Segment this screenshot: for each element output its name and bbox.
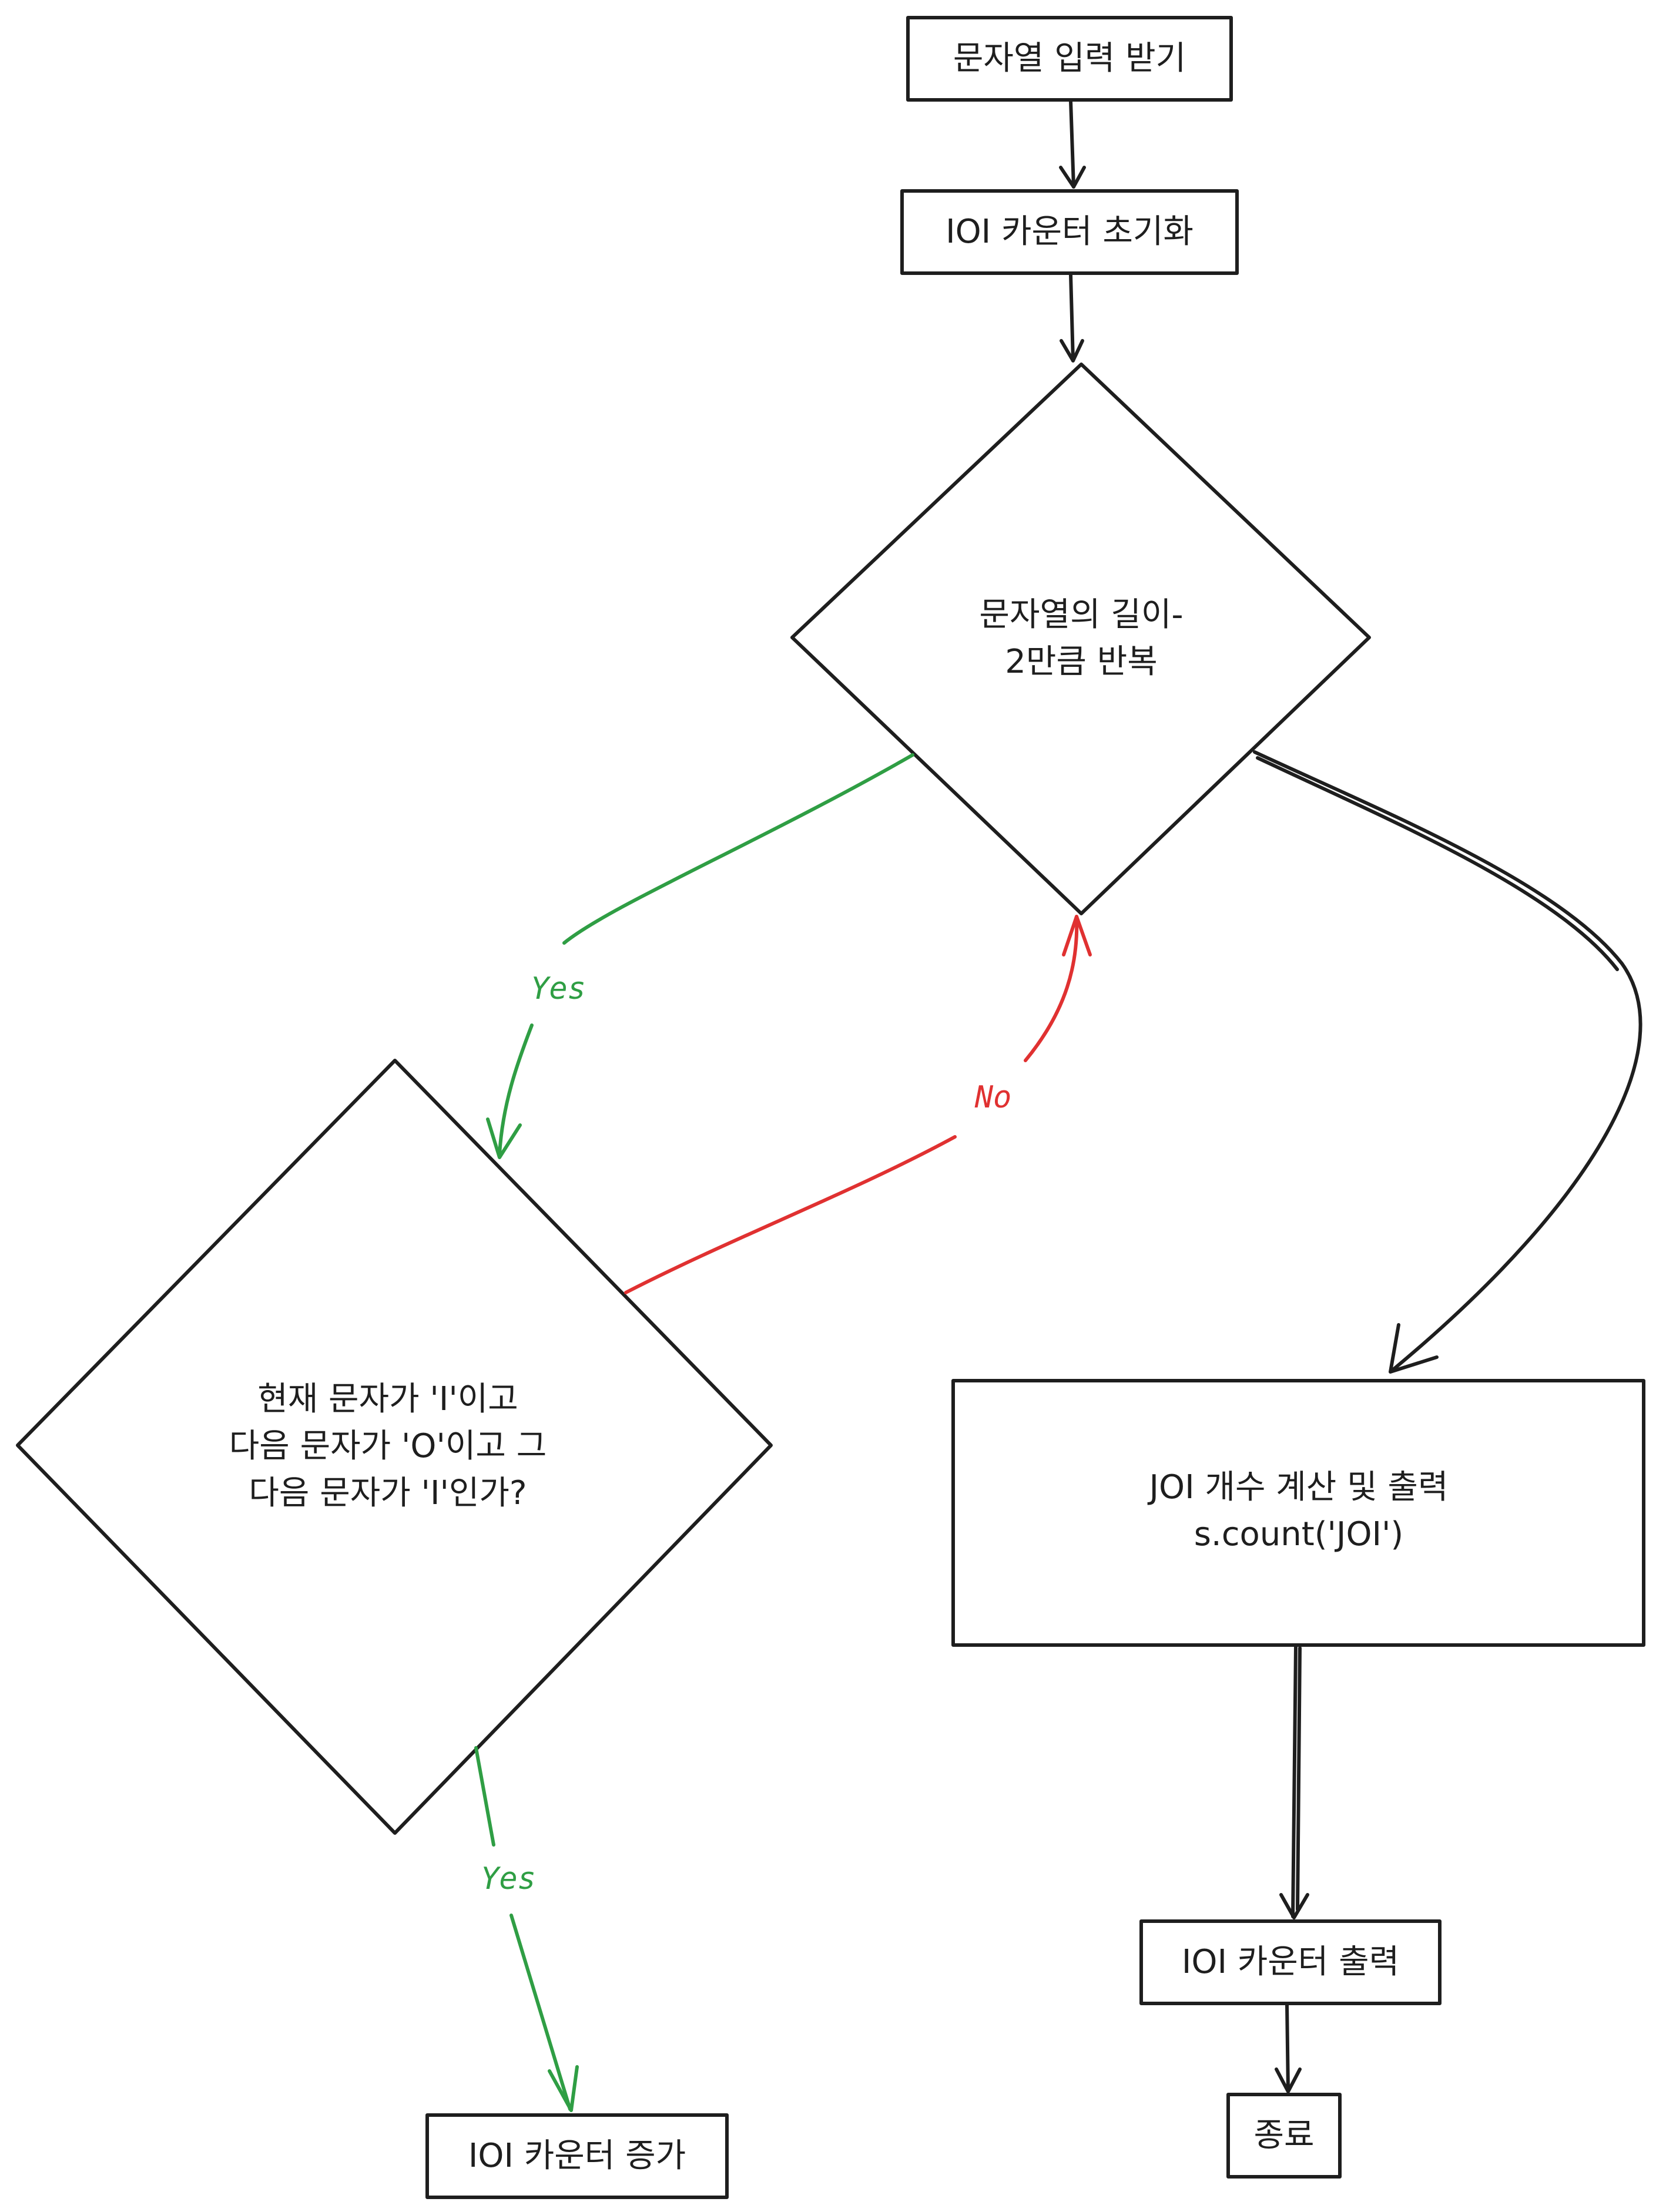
edge-loop-joi [1253,750,1642,1371]
arrowhead-joi-output [1279,1893,1309,1919]
edge-loop-check-yes [562,753,914,945]
joi-label-line1: JOI 개수 계산 및 출력 [1148,1468,1449,1506]
edge-input-init [1069,99,1075,189]
edge-label-yes-top: Yes [531,971,586,1006]
edge-check-increment-yes-2 [509,1914,572,2111]
edge-joi-output-double [1296,1646,1302,1911]
edge-label-yes-bottom: Yes [481,1861,536,1897]
edge-label-no: No [974,1080,1012,1115]
edge-loop-joi-double [1256,756,1619,971]
check-label-line1: 현재 문자가 'I'이고 [257,1380,518,1418]
loop-decision [790,362,1371,915]
input-label: 문자열 입력 받기 [953,39,1186,78]
check-label-line3: 다음 문자가 'I'인가? [249,1474,527,1512]
arrowhead-check-increment-yes [548,2065,579,2112]
init-box [900,189,1239,275]
edge-init-loop [1069,273,1075,362]
loop-label-line1: 문자열의 길이- [979,596,1183,634]
end-box [1226,2093,1342,2179]
output-label: IOI 카운터 출력 [1182,1943,1399,1981]
increment-box [425,2113,729,2199]
check-decision [16,1059,773,1835]
joi-label-line2: s.count('JOI') [1194,1515,1404,1553]
edge-check-increment-yes [474,1746,495,1847]
arrowhead-check-loop-no [1062,915,1092,956]
edge-joi-output [1291,1644,1298,1918]
arrowhead-loop-joi [1389,1323,1439,1374]
joi-box [951,1379,1645,1647]
arrowhead-input-init [1059,166,1086,189]
edge-loop-check-yes-2 [498,1023,534,1156]
output-box [1139,1919,1442,2005]
arrowhead-output-end [1275,2067,1302,2093]
end-label: 종료 [1253,2116,1314,2154]
increment-label: IOI 카운터 증가 [468,2137,686,2175]
arrowhead-init-loop [1060,339,1084,362]
edge-check-loop-no [624,1135,957,1294]
check-label-line2: 다음 문자가 'O'이고 그 [229,1427,547,1465]
edge-output-end [1285,2003,1290,2092]
arrowhead-loop-check-yes [486,1117,522,1159]
edge-check-loop-no-2 [1024,915,1079,1062]
loop-label-line2: 2만큼 반복 [1005,643,1158,681]
init-label: IOI 카운터 초기화 [946,213,1194,251]
